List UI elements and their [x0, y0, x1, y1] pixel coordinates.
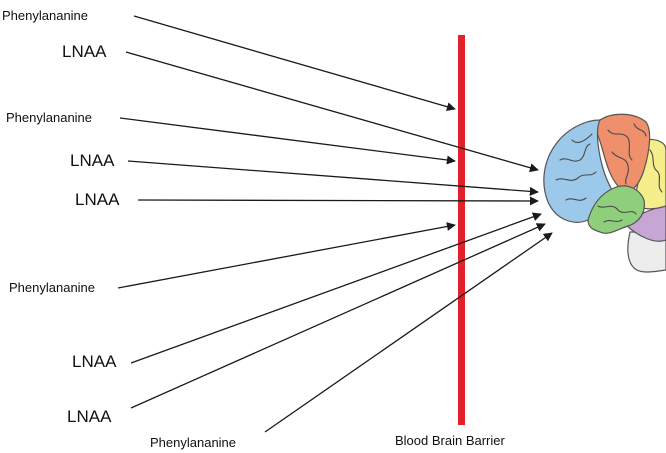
arrow-lnaa-4	[131, 214, 541, 363]
label-lnaa-1: LNAA	[62, 43, 106, 60]
arrow-lnaa-2	[128, 161, 538, 192]
arrows	[118, 16, 552, 432]
label-phenylalanine-4: Phenylananine	[150, 436, 236, 449]
brain-icon	[544, 114, 666, 272]
label-lnaa-3: LNAA	[75, 191, 119, 208]
arrow-lnaa-5	[131, 224, 545, 408]
arrow-lnaa-1	[126, 52, 538, 170]
label-phenylalanine-3: Phenylananine	[9, 281, 95, 294]
label-phenylalanine-1: Phenylananine	[2, 9, 88, 22]
arrow-phe-4	[265, 233, 552, 432]
arrow-phe-1	[134, 16, 455, 109]
label-lnaa-2: LNAA	[70, 152, 114, 169]
label-lnaa-4: LNAA	[72, 353, 116, 370]
arrow-phe-3	[118, 225, 455, 288]
arrow-lnaa-3	[138, 200, 538, 201]
label-phenylalanine-2: Phenylananine	[6, 111, 92, 124]
arrow-phe-2	[120, 118, 455, 161]
label-lnaa-5: LNAA	[67, 408, 111, 425]
label-blood-brain-barrier: Blood Brain Barrier	[395, 434, 505, 447]
blood-brain-barrier-bar	[458, 35, 465, 425]
